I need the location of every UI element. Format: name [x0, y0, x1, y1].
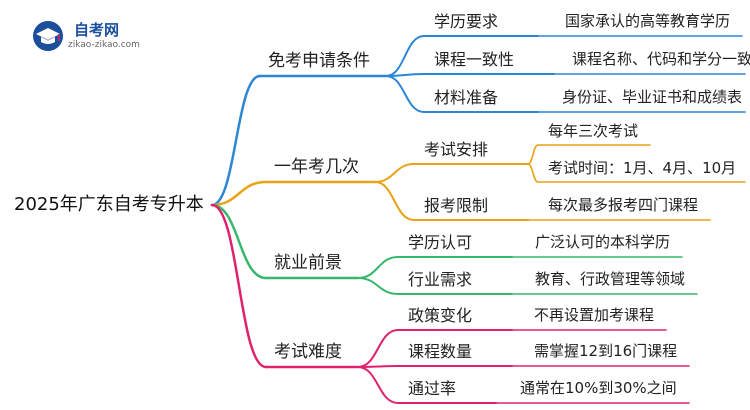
leaf-widely-recognized: 广泛认可的本科学历 [535, 233, 671, 251]
node-pass-rate: 通过率 [408, 379, 457, 398]
connector-node-1-0-leaf-1 [527, 163, 539, 183]
node-course-consistency: 课程一致性 [434, 50, 515, 69]
connector-branch-1-node-1 [374, 181, 415, 221]
connector-root-branch-0 [210, 74, 262, 207]
leaf-no-extra-courses: 不再设置加考课程 [534, 306, 655, 324]
leaf-exam-months: 考试时间：1月、4月、10月 [548, 159, 737, 177]
node-degree-recognition: 学历认可 [408, 233, 473, 252]
leaf-fields: 教育、行政管理等领域 [535, 270, 686, 288]
connector-branch-2-node-1 [357, 277, 399, 295]
connector-root-branch-2 [210, 203, 268, 280]
node-registration-limit: 报考限制 [424, 196, 489, 215]
connector-branch-2-node-0 [357, 256, 399, 279]
node-policy-change: 政策变化 [408, 306, 473, 325]
leaf-pass-rate-range: 通常在10%到30%之间 [520, 379, 677, 397]
site-logo[interactable]: 自考网 zikao-zikao.com [30, 17, 148, 53]
branch-employment-outlook: 就业前景 [274, 253, 342, 273]
mindmap-root: 2025年广东自考专升本 [14, 194, 204, 215]
connector-branch-3-node-1 [357, 365, 399, 368]
logo-title: 自考网 [74, 21, 120, 39]
node-education-requirement: 学历要求 [434, 12, 499, 31]
node-industry-demand: 行业需求 [408, 270, 473, 289]
node-exam-schedule: 考试安排 [424, 140, 489, 159]
connector-node-1-0-leaf-0 [527, 144, 539, 165]
connector-branch-0-node-2 [385, 75, 425, 113]
leaf-12-to-16-courses: 需掌握12到16门课程 [534, 342, 678, 360]
connector-branch-0-node-0 [385, 35, 425, 77]
connector-root-branch-1 [210, 180, 268, 207]
leaf-course-match: 课程名称、代码和学分一致 [572, 50, 750, 68]
node-course-count: 课程数量 [408, 342, 473, 361]
logo-url: zikao-zikao.com [68, 40, 140, 50]
branch-exam-difficulty: 考试难度 [274, 342, 342, 362]
node-materials: 材料准备 [434, 88, 499, 107]
leaf-three-exams: 每年三次考试 [548, 122, 639, 140]
leaf-max-four-courses: 每次最多报考四门课程 [548, 196, 699, 214]
branch-exemption-conditions: 免考申请条件 [268, 51, 370, 71]
connector-branch-1-node-0 [374, 163, 415, 183]
leaf-documents: 身份证、毕业证书和成绩表 [562, 88, 743, 106]
branch-exams-per-year: 一年考几次 [274, 157, 359, 177]
graduation-cap-icon [33, 21, 63, 51]
connector-root-branch-3 [210, 203, 268, 369]
leaf-recognized-education: 国家承认的高等教育学历 [565, 12, 731, 30]
connector-branch-3-node-0 [357, 329, 399, 368]
connector-branch-3-node-2 [357, 366, 399, 404]
